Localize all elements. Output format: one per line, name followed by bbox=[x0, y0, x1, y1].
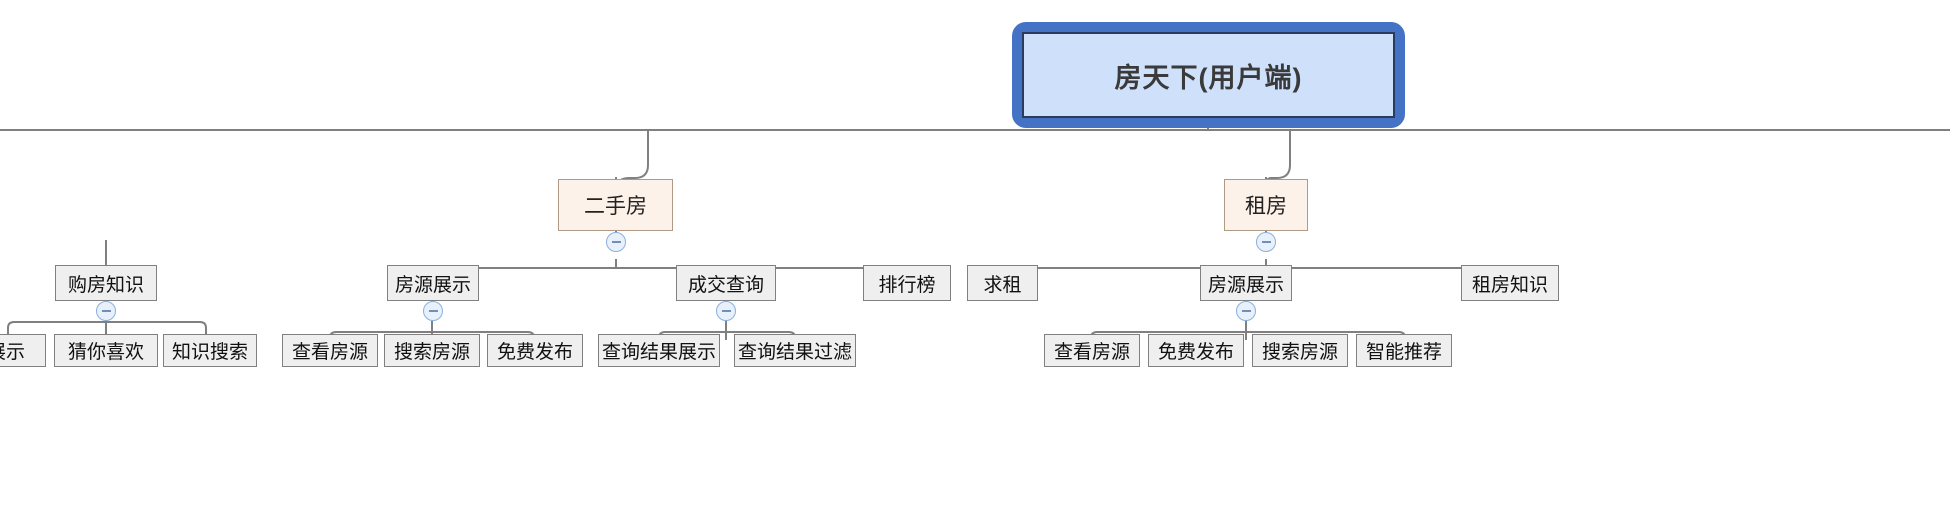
leaf-node-chaxunjieguozhanshi[interactable]: 查询结果展示 bbox=[598, 334, 720, 367]
node-zufang-zufangzhishi[interactable]: 租房知识 bbox=[1461, 265, 1559, 301]
collapse-toggle-chengjiaochaxun[interactable] bbox=[716, 301, 736, 321]
collapse-minus-icon bbox=[1241, 310, 1251, 312]
collapse-minus-icon bbox=[428, 310, 438, 312]
leaf-node-zhishisousuo[interactable]: 知识搜索 bbox=[163, 334, 257, 367]
branch-node-zufang[interactable]: 租房 bbox=[1224, 179, 1308, 231]
collapse-minus-icon bbox=[721, 310, 731, 312]
node-zufang-qiuzu[interactable]: 求租 bbox=[967, 265, 1038, 301]
leaf-node-sousuofangyuan-ershou[interactable]: 搜索房源 bbox=[384, 334, 480, 367]
leaf-node-mianfeifabu-ershou[interactable]: 免费发布 bbox=[487, 334, 583, 367]
collapse-toggle-zufang-fangyuanzhanshi[interactable] bbox=[1236, 301, 1256, 321]
leaf-node-zhinengtuijian[interactable]: 智能推荐 bbox=[1356, 334, 1452, 367]
leaf-node-cainixihuan[interactable]: 猜你喜欢 bbox=[54, 334, 158, 367]
leaf-node-chaxunjieguoguolv[interactable]: 查询结果过滤 bbox=[734, 334, 856, 367]
node-ershoufang-chengjiaochaxun[interactable]: 成交查询 bbox=[676, 265, 776, 301]
node-ershoufang-paihangbang[interactable]: 排行榜 bbox=[863, 265, 951, 301]
branch-node-ershoufang[interactable]: 二手房 bbox=[558, 179, 673, 231]
collapse-minus-icon bbox=[1261, 241, 1271, 243]
root-node[interactable]: 房天下(用户端) bbox=[1012, 22, 1405, 128]
leaf-node-zhanshi-clipped[interactable]: 展示 bbox=[0, 334, 46, 367]
collapse-minus-icon bbox=[611, 241, 621, 243]
root-node-label: 房天下(用户端) bbox=[1022, 32, 1395, 118]
collapse-toggle-ershoufang-fangyuanzhanshi[interactable] bbox=[423, 301, 443, 321]
collapse-toggle-ershoufang[interactable] bbox=[606, 232, 626, 252]
leaf-node-chakanfangyuan-ershou[interactable]: 查看房源 bbox=[282, 334, 378, 367]
collapse-toggle-zufang[interactable] bbox=[1256, 232, 1276, 252]
node-ershoufang-fangyuanzhanshi[interactable]: 房源展示 bbox=[387, 265, 479, 301]
collapse-toggle-goufangzhishi[interactable] bbox=[96, 301, 116, 321]
leaf-node-sousuofangyuan-zufang[interactable]: 搜索房源 bbox=[1252, 334, 1348, 367]
leaf-node-chakanfangyuan-zufang[interactable]: 查看房源 bbox=[1044, 334, 1140, 367]
collapse-minus-icon bbox=[101, 310, 111, 312]
leaf-node-mianfeifabu-zufang[interactable]: 免费发布 bbox=[1148, 334, 1244, 367]
node-zufang-fangyuanzhanshi[interactable]: 房源展示 bbox=[1200, 265, 1292, 301]
node-goufangzhishi[interactable]: 购房知识 bbox=[55, 265, 157, 301]
